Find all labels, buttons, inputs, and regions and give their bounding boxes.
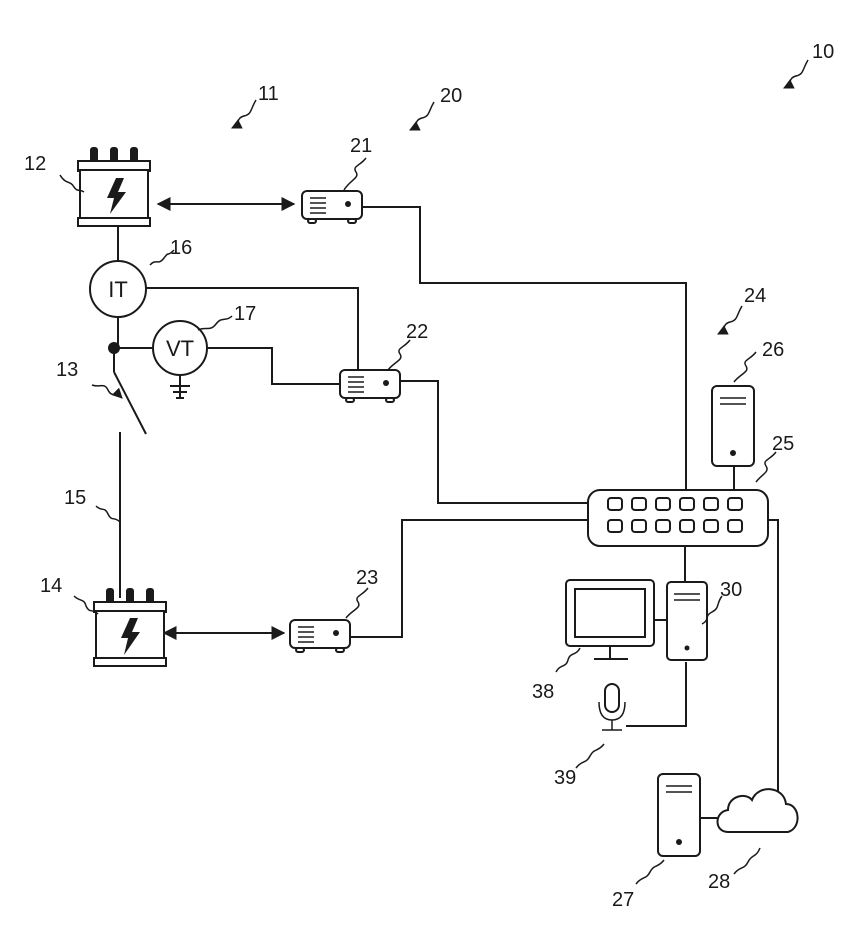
relay-device-icon (302, 191, 362, 223)
label-cloud: 28 (708, 871, 730, 893)
label-monitor: 38 (532, 681, 554, 703)
label-ied-1: 21 (350, 135, 372, 157)
label-transformer-bottom: 14 (40, 575, 62, 597)
monitor-icon (566, 580, 654, 659)
label-switch: 13 (56, 359, 78, 381)
label-transformer-top: 12 (24, 153, 46, 175)
label-network-switch: 25 (772, 433, 794, 455)
label-ied-2: 22 (406, 321, 428, 343)
reference-leaders (60, 60, 808, 884)
label-workstation: 30 (720, 579, 742, 601)
label-server-remote: 27 (612, 889, 634, 911)
label-current-transformer: 16 (170, 237, 192, 259)
label-ied-3: 23 (356, 567, 378, 589)
server-tower-icon (658, 774, 700, 856)
label-server-local: 26 (762, 339, 784, 361)
label-system: 10 (812, 41, 834, 63)
transformer-bottom (94, 588, 166, 666)
network-switch (588, 490, 768, 546)
junction-node (108, 342, 120, 354)
current-transformer: IT (90, 261, 146, 317)
microphone-icon (599, 684, 625, 730)
cloud-icon (718, 789, 798, 832)
transformer-top (78, 147, 150, 226)
label-line: 15 (64, 487, 86, 509)
label-ied-group: 20 (440, 85, 462, 107)
relay-device-icon (340, 370, 400, 402)
label-microphone: 39 (554, 767, 576, 789)
label-voltage-transformer: 17 (234, 303, 256, 325)
label-control-center: 24 (744, 285, 766, 307)
workstation-tower (667, 582, 707, 660)
server-tower-icon (712, 386, 754, 466)
relay-device-icon (290, 620, 350, 652)
svg-text:VT: VT (166, 336, 194, 361)
svg-text:IT: IT (108, 277, 128, 302)
ground-icon (170, 378, 190, 398)
label-substation: 11 (258, 83, 279, 105)
